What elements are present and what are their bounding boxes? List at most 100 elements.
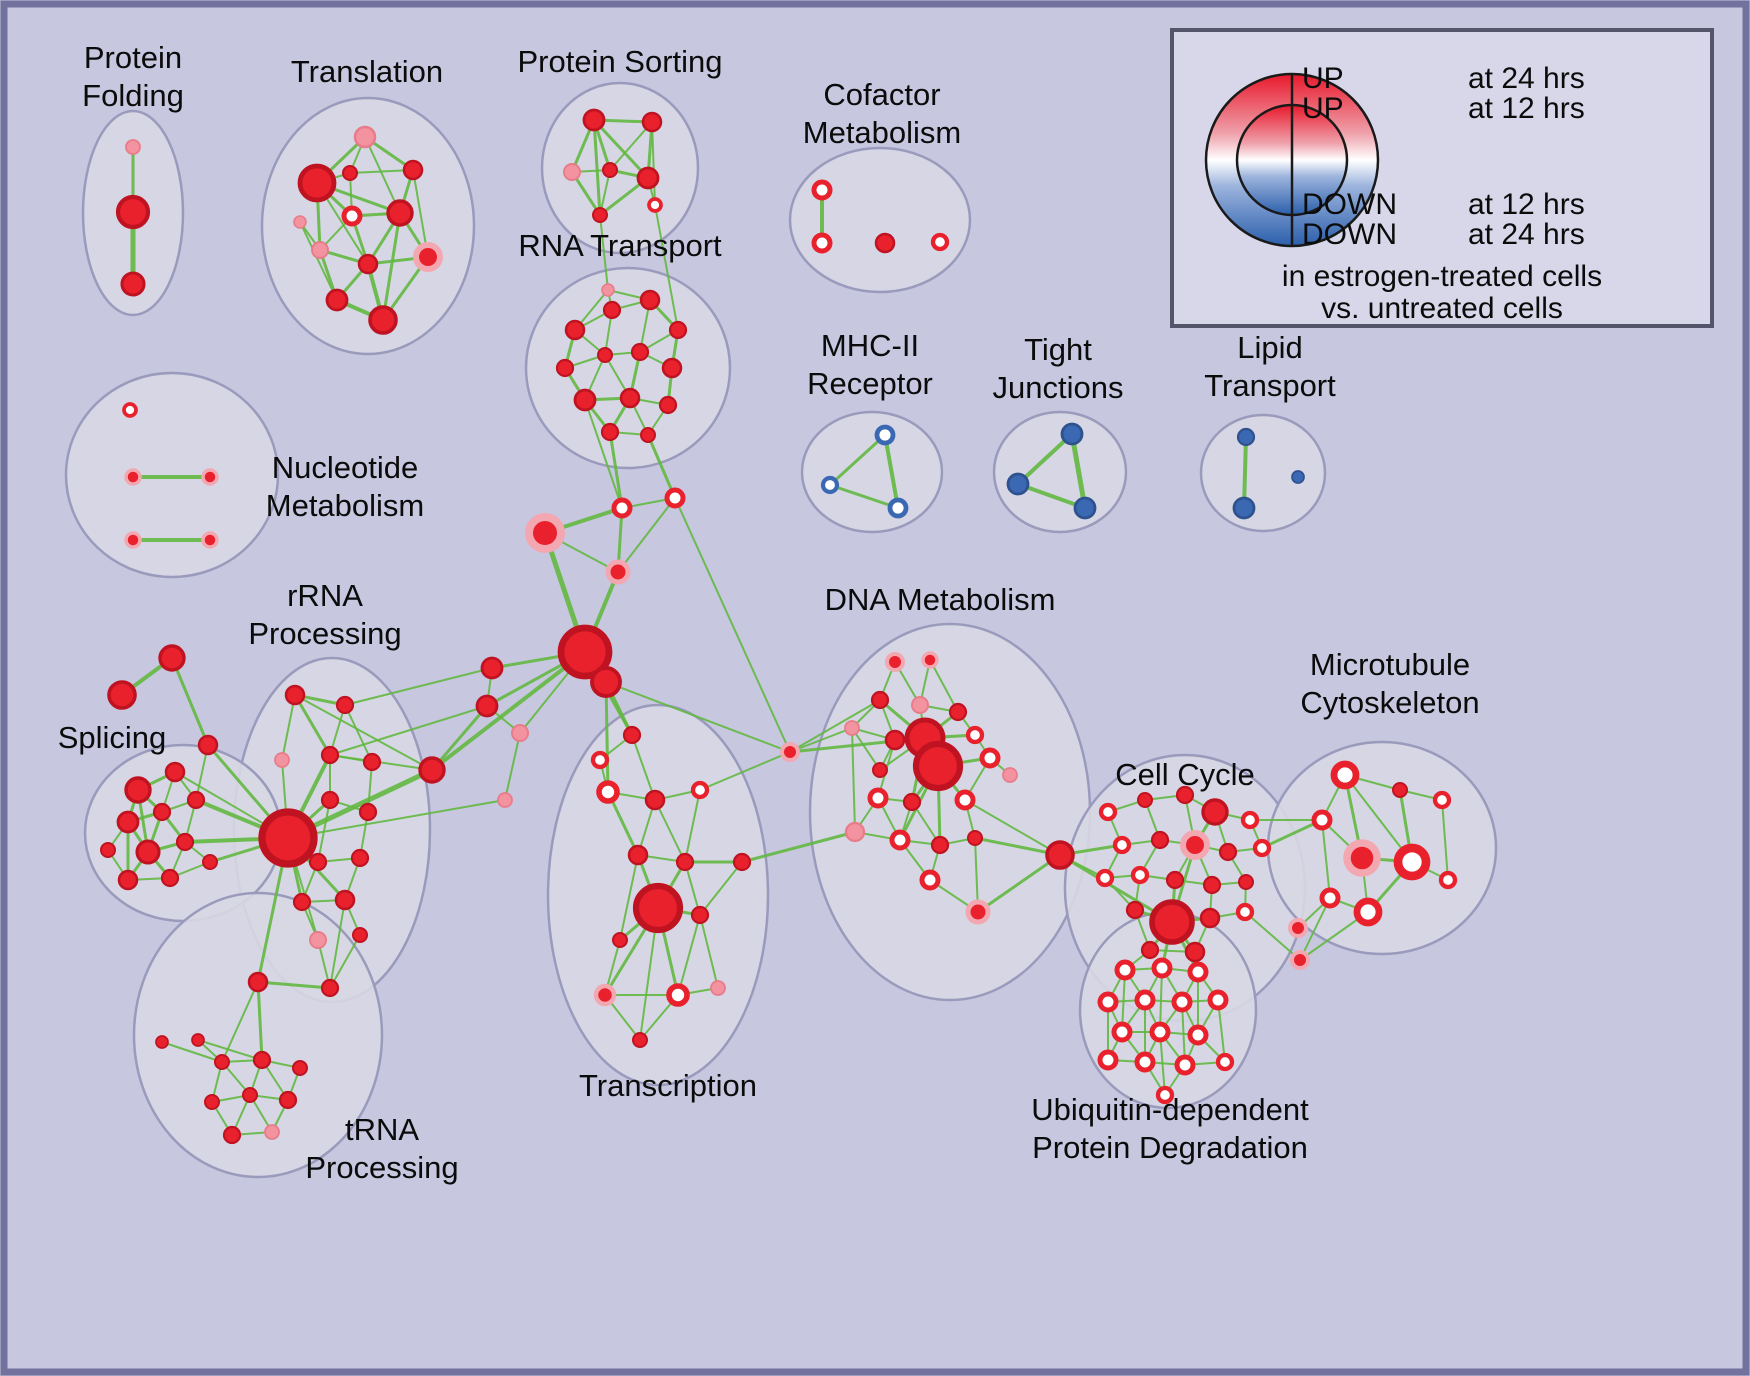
legend-down24-level: DOWN xyxy=(1302,218,1397,251)
edge xyxy=(684,789,701,863)
gene-node xyxy=(612,932,628,948)
gene-node xyxy=(605,559,631,585)
gene-node xyxy=(732,852,752,872)
gene-node xyxy=(1125,900,1145,920)
gene-node xyxy=(100,842,116,858)
gene-node xyxy=(1134,989,1156,1011)
edge xyxy=(592,118,602,217)
gene-node xyxy=(1343,839,1381,877)
legend-caption-line2: vs. untreated cells xyxy=(1321,292,1563,325)
gene-node xyxy=(597,347,613,363)
edge xyxy=(674,497,791,753)
edge xyxy=(299,221,338,301)
edge xyxy=(170,656,210,747)
gene-node xyxy=(1199,907,1221,929)
cluster-label-splicing: Splicing xyxy=(58,720,167,755)
gene-node xyxy=(308,852,328,872)
gene-node xyxy=(320,978,340,998)
gene-node xyxy=(811,179,833,201)
gene-node xyxy=(690,905,710,925)
gene-node xyxy=(353,125,377,149)
gene-node xyxy=(1151,957,1173,979)
gene-node xyxy=(611,497,633,519)
gene-node xyxy=(222,1125,242,1145)
cluster-label-translation: Translation xyxy=(291,54,443,89)
gene-node xyxy=(912,740,964,792)
gene-node xyxy=(632,1032,648,1048)
edge xyxy=(976,853,1062,914)
gene-node xyxy=(311,241,329,259)
gene-node xyxy=(1330,760,1360,790)
edge xyxy=(619,854,639,941)
gene-node xyxy=(368,305,398,335)
gene-node xyxy=(1095,868,1115,888)
gene-node xyxy=(175,832,195,852)
edge xyxy=(617,497,676,573)
gene-node xyxy=(1134,1051,1156,1073)
gene-node xyxy=(186,790,206,810)
legend-caption-line1: in estrogen-treated cells xyxy=(1282,260,1602,293)
gene-node xyxy=(930,835,950,855)
gene-node xyxy=(1073,496,1097,520)
edge xyxy=(294,694,433,771)
gene-node xyxy=(1114,959,1136,981)
gene-node xyxy=(107,680,137,710)
gene-node xyxy=(117,869,139,891)
edge xyxy=(1242,435,1248,510)
gene-node xyxy=(201,531,219,549)
gene-node xyxy=(511,724,529,742)
edge xyxy=(344,667,493,706)
gene-node xyxy=(590,750,610,770)
legend-down12-level: DOWN xyxy=(1302,188,1397,221)
cluster-lipid-transport xyxy=(1199,413,1327,533)
gene-node xyxy=(690,780,710,800)
gene-node xyxy=(164,761,186,783)
edge xyxy=(651,121,656,206)
edge xyxy=(317,799,331,863)
gene-node xyxy=(887,497,909,519)
gene-node xyxy=(1002,767,1018,783)
gene-node xyxy=(592,207,608,223)
edge xyxy=(1260,818,1324,850)
edge xyxy=(609,121,653,171)
gene-node xyxy=(204,1094,220,1110)
cluster-dna-metabolism xyxy=(808,622,1092,1002)
edge xyxy=(1016,432,1074,486)
nodes-layer xyxy=(100,108,1458,1145)
gene-node xyxy=(320,745,340,765)
gene-node xyxy=(342,165,358,181)
edge xyxy=(851,727,856,833)
gene-node xyxy=(867,787,889,809)
edge xyxy=(699,861,743,916)
edge xyxy=(677,914,701,996)
cluster-rna-transport xyxy=(524,266,732,470)
gene-node xyxy=(965,899,991,925)
cluster-mhc-ii-receptor xyxy=(800,410,944,534)
edge xyxy=(1321,819,1331,899)
gene-node xyxy=(1111,1021,1133,1043)
gene-node xyxy=(921,651,939,669)
gene-node xyxy=(352,927,368,943)
gene-node xyxy=(1235,902,1255,922)
gene-node xyxy=(1174,1054,1196,1076)
edge xyxy=(281,694,296,761)
edge xyxy=(344,704,373,763)
gene-node xyxy=(202,854,218,870)
gene-node xyxy=(889,829,911,851)
gene-node xyxy=(475,694,499,718)
cluster-cofactor-metabolism xyxy=(788,146,972,294)
gene-node xyxy=(124,776,152,804)
gene-node xyxy=(919,869,941,891)
gene-node xyxy=(1218,842,1238,862)
gene-node xyxy=(125,139,141,155)
gene-node xyxy=(675,852,695,872)
edge xyxy=(604,680,610,794)
gene-node xyxy=(1006,472,1030,496)
edge xyxy=(329,705,488,756)
